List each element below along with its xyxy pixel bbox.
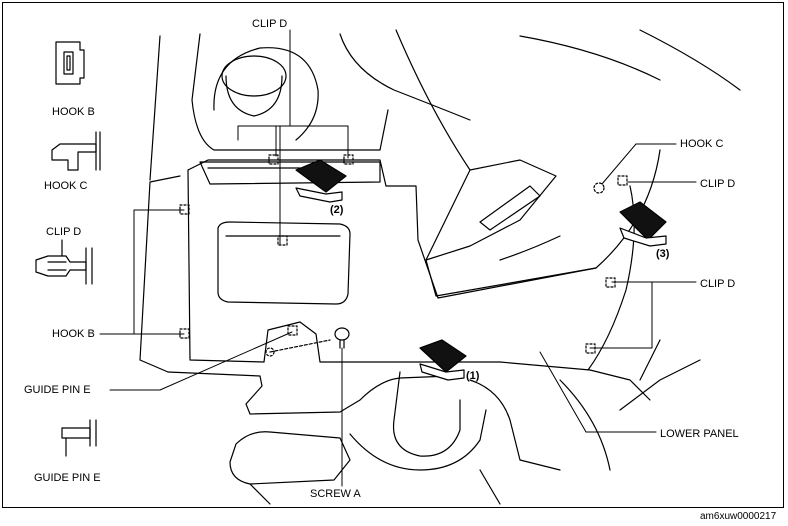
callout-hook-b-left: HOOK B [52, 328, 95, 340]
callout-hook-c-right: HOOK C [680, 138, 724, 150]
step-3-label: (3) [656, 248, 670, 260]
leader-lines [99, 29, 697, 487]
hook-c-icon [51, 131, 101, 171]
fastener-markers [179, 154, 628, 357]
callout-lower-panel: LOWER PANEL [660, 428, 739, 440]
callout-clip-d-top: CLIP D [252, 18, 288, 30]
legend-hook-c-label: HOOK C [44, 180, 88, 192]
screw-a-icon [269, 327, 350, 353]
legend-hook-b-label: HOOK B [52, 106, 95, 118]
step-2-label: (2) [330, 204, 344, 216]
hook-b-icon [55, 41, 85, 85]
callout-guide-pin-e-left: GUIDE PIN E [24, 384, 91, 396]
callout-clip-d-right-lower: CLIP D [700, 278, 736, 290]
guide-pin-e-icon [61, 419, 97, 457]
dashboard-outline [139, 29, 741, 505]
document-id: am6xuw0000217 [700, 511, 777, 522]
legend-guide-pin-e-label: GUIDE PIN E [34, 472, 101, 484]
push-arrow-1 [419, 339, 467, 381]
clip-d-icon [35, 239, 93, 285]
step-1-label: (1) [466, 370, 480, 382]
push-arrow-3 [619, 201, 667, 247]
callout-screw-a: SCREW A [310, 488, 361, 500]
push-arrow-2 [295, 159, 347, 203]
callout-clip-d-right-upper: CLIP D [700, 178, 736, 190]
legend-clip-d-label: CLIP D [46, 226, 82, 238]
diagram-frame [2, 2, 784, 508]
